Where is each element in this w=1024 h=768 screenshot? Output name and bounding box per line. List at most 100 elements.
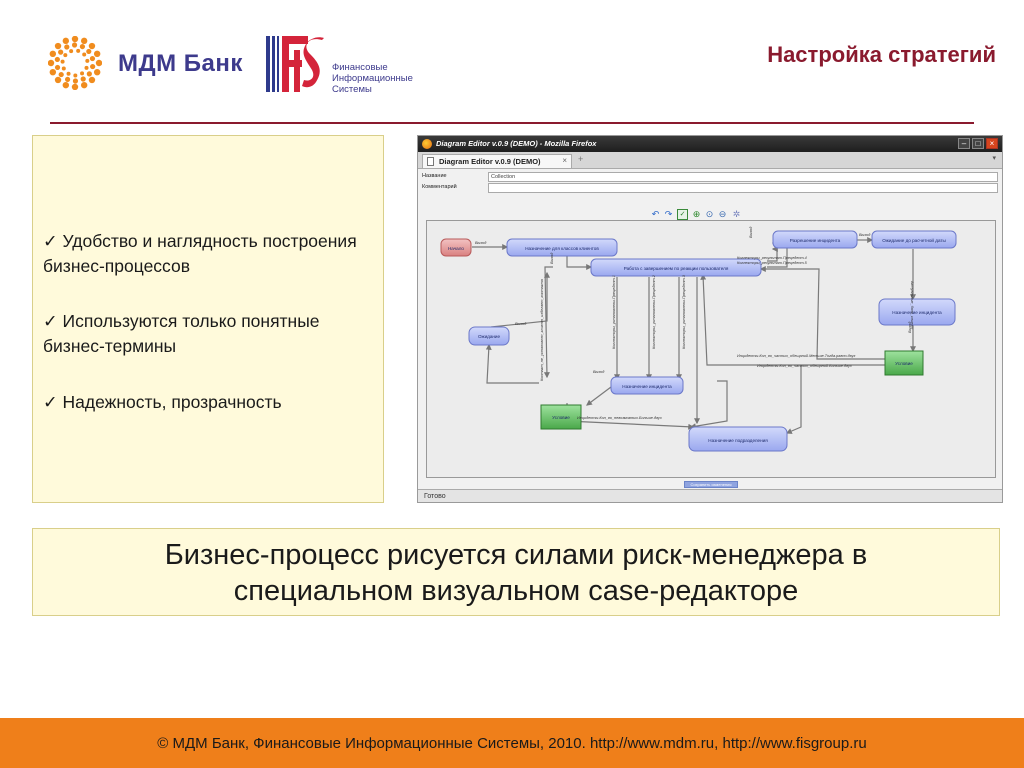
diagram-node[interactable]: Назначение инцидента bbox=[878, 298, 956, 326]
logo-dot bbox=[71, 83, 79, 90]
bullet-text: Удобство и наглядность построения бизнес… bbox=[43, 231, 357, 276]
edge-label: Коллекторы_результат.Прецедент.4 bbox=[737, 256, 807, 260]
tab-close-icon[interactable]: × bbox=[562, 156, 567, 165]
edge-label: Инциденты.Кол_во_частых_обещаний.Меньше.… bbox=[737, 354, 856, 358]
logo-dot bbox=[60, 59, 65, 64]
logo-dot bbox=[73, 73, 78, 78]
tab-diagram-editor[interactable]: Diagram Editor v.0.9 (DEMO) × bbox=[422, 154, 572, 168]
logo-dot bbox=[72, 78, 79, 84]
status-text: Готово bbox=[424, 493, 446, 500]
window-titlebar: Diagram Editor v.0.9 (DEMO) - Mozilla Fi… bbox=[418, 136, 1002, 152]
zoom-reset-icon[interactable]: ⊙ bbox=[705, 209, 714, 219]
logo-dot bbox=[88, 42, 96, 50]
logo-dot bbox=[69, 49, 74, 54]
caption-box: Бизнес-процесс рисуется силами риск-мене… bbox=[32, 528, 1000, 616]
logo-dot bbox=[62, 37, 70, 45]
mdm-bank-logo bbox=[48, 36, 102, 90]
comment-input[interactable] bbox=[488, 183, 998, 193]
edge-labels: Выход Выход Выход Выход Выход Выход Выхо… bbox=[475, 227, 914, 420]
logo-dot bbox=[48, 59, 55, 67]
diagram-nodes: Начало Назначение для классов клиентов Р… bbox=[440, 230, 957, 452]
node-label: Назначение инцидента bbox=[892, 310, 942, 315]
footer-bar: © МДМ Банк, Финансовые Информационные Си… bbox=[0, 718, 1024, 768]
logo-dot bbox=[58, 71, 64, 78]
settings-icon[interactable]: ✲ bbox=[732, 209, 741, 219]
bullet-item-2: ✓ Используются только понятные бизнес-те… bbox=[43, 309, 383, 359]
title-divider bbox=[50, 122, 974, 124]
logo-dot bbox=[85, 58, 90, 63]
edge-label: Выход bbox=[859, 233, 870, 237]
logo-dot bbox=[62, 81, 70, 89]
logo-dot bbox=[54, 56, 60, 63]
fis-line-1: Финансовые bbox=[332, 62, 388, 73]
diagram-node[interactable]: Начало bbox=[440, 238, 472, 257]
footer-copyright: © МДМ Банк, Финансовые Информационные Си… bbox=[157, 735, 867, 752]
logo-dot bbox=[63, 53, 68, 58]
save-changes-button[interactable]: Сохранить изменения bbox=[684, 481, 738, 488]
logo-dot bbox=[80, 37, 88, 45]
logo-dot bbox=[49, 68, 57, 76]
browser-statusbar: Готово bbox=[418, 489, 1002, 502]
logo-dot bbox=[64, 44, 70, 50]
logo-dot bbox=[54, 64, 61, 71]
logo-dot bbox=[71, 36, 79, 43]
undo-icon[interactable]: ↶ bbox=[651, 209, 660, 219]
diagram-node[interactable]: Работа с завершением по реакции пользова… bbox=[590, 258, 762, 277]
diagram-node[interactable]: Условие bbox=[540, 404, 582, 430]
name-input[interactable]: Collection bbox=[488, 172, 998, 182]
node-label: Условие bbox=[895, 361, 913, 366]
edge-label: Выход bbox=[515, 322, 526, 326]
edge-label: Контакт_не_установлен_клиент_избегает_ко… bbox=[540, 279, 544, 381]
fis-line-3: Системы bbox=[332, 84, 372, 95]
node-label: Ожидание bbox=[478, 334, 501, 339]
edge-label: Коллекторы_установлены.Прецедент.3 bbox=[682, 274, 686, 349]
diagram-node[interactable]: Условие bbox=[884, 350, 924, 376]
comment-row: Комментарий bbox=[422, 183, 998, 193]
zoom-out-icon[interactable]: ⊖ bbox=[718, 209, 727, 219]
node-label: Условие bbox=[552, 415, 570, 420]
edge-label: Выход bbox=[475, 241, 486, 245]
name-label: Название bbox=[422, 173, 447, 179]
node-label: Разрешение инцидента bbox=[790, 238, 841, 243]
diagram-node[interactable]: Ожидание bbox=[468, 326, 510, 346]
diagram-canvas[interactable]: Начало Назначение для классов клиентов Р… bbox=[426, 220, 996, 478]
document-icon bbox=[427, 157, 434, 166]
diagram-node[interactable]: Назначение для классов клиентов bbox=[506, 238, 618, 257]
maximize-icon[interactable]: □ bbox=[972, 138, 984, 149]
diagram-node[interactable]: Ожидание до расчетной даты bbox=[871, 230, 957, 249]
edge-label: Актуальные_банк_клиент bbox=[910, 280, 914, 329]
diagram-node[interactable]: Назначение подразделения bbox=[688, 426, 788, 452]
logo-dot bbox=[84, 65, 89, 70]
logo-dot bbox=[80, 81, 88, 89]
bullet-text: Надежность, прозрачность bbox=[62, 392, 282, 412]
tab-label: Diagram Editor v.0.9 (DEMO) bbox=[439, 157, 541, 166]
node-label: Назначение для классов клиентов bbox=[525, 246, 599, 251]
caption-line-1: Бизнес-процесс рисуется силами риск-мене… bbox=[164, 539, 868, 571]
logo-dot bbox=[76, 48, 81, 53]
tab-list-icon[interactable]: ▾ bbox=[992, 155, 996, 162]
edge-label: Коллекторы_установлены.Прецедент.2 bbox=[652, 274, 656, 349]
check-icon[interactable]: ✓ bbox=[677, 209, 688, 220]
bullet-item-3: ✓ Надежность, прозрачность bbox=[43, 390, 383, 415]
minimize-icon[interactable]: – bbox=[958, 138, 970, 149]
tab-bar: Diagram Editor v.0.9 (DEMO) × + ▾ bbox=[418, 152, 1002, 169]
logo-dot bbox=[54, 76, 62, 84]
edge-label: Коллекторы_результат.Прецедент.5 bbox=[737, 261, 808, 265]
checkmark-icon: ✓ bbox=[43, 392, 58, 412]
caption-line-2: специальном визуальном case-редакторе bbox=[233, 575, 799, 607]
firefox-icon bbox=[422, 139, 432, 149]
diagram-node[interactable]: Назначение инцидента bbox=[610, 376, 684, 395]
diagram-node[interactable]: Разрешение инцидента bbox=[772, 230, 858, 249]
logo-dot bbox=[61, 66, 66, 71]
fis-line-2: Информационные bbox=[332, 73, 413, 84]
node-label: Начало bbox=[448, 246, 464, 251]
logo-dot bbox=[71, 42, 78, 48]
bullet-item-1: ✓ Удобство и наглядность построения бизн… bbox=[43, 229, 383, 279]
close-icon[interactable]: × bbox=[986, 138, 998, 149]
new-tab-icon[interactable]: + bbox=[578, 154, 584, 164]
edge-label: Выход bbox=[749, 227, 753, 238]
zoom-in-icon[interactable]: ⊕ bbox=[692, 209, 701, 219]
logo-dot bbox=[95, 59, 102, 67]
node-label: Назначение инцидента bbox=[622, 384, 672, 389]
redo-icon[interactable]: ↷ bbox=[664, 209, 673, 219]
